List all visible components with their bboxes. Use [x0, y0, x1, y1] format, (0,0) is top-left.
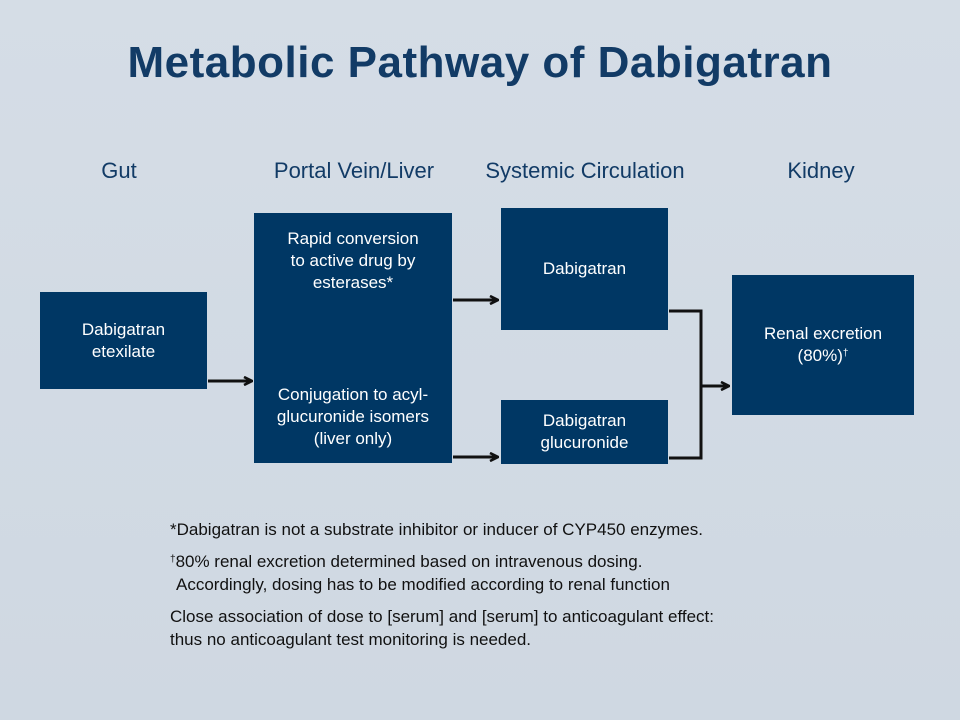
footnote-renal: †80% renal excretion determined based on… — [170, 550, 810, 596]
box-text-line: Dabigatran — [81, 319, 166, 339]
dabigatran-glucuronide-box: Dabigatran glucuronide — [501, 400, 668, 464]
box-text-line: glucuronide isomers — [276, 407, 430, 426]
box-text-line: Dabigatran — [542, 411, 627, 430]
box-text-line: Rapid conversion — [287, 229, 419, 248]
box-text-line: esterases* — [312, 273, 394, 292]
connector-glucuronide — [669, 384, 703, 460]
dabigatran-etexilate-box: Dabigatran etexilate — [40, 292, 207, 389]
footnote-monitoring: Close association of dose to [serum] and… — [170, 605, 810, 651]
dagger-mark: † — [842, 348, 849, 359]
footnote-line: thus no anticoagulant test monitoring is… — [170, 630, 532, 649]
dagger-mark: † — [170, 554, 176, 565]
rapid-conversion-text: Rapid conversion to active drug by ester… — [254, 228, 452, 294]
footnotes: *Dabigatran is not a substrate inhibitor… — [170, 518, 810, 660]
footnote-cyp450: *Dabigatran is not a substrate inhibitor… — [170, 520, 703, 539]
footnote-line: Accordingly, dosing has to be modified a… — [176, 575, 670, 594]
column-header-systemic: Systemic Circulation — [485, 158, 685, 183]
footnote-line: Close association of dose to [serum] and… — [170, 607, 714, 626]
footnote-line: 80% renal excretion determined based on … — [175, 552, 643, 571]
box-text-line: Dabigatran — [542, 259, 627, 278]
renal-excretion-box: Renal excretion (80%)† — [732, 275, 914, 415]
box-text-line: glucuronide — [540, 433, 629, 452]
connector-dabigatran — [669, 309, 703, 386]
box-text-line: Renal excretion — [763, 324, 883, 343]
column-header-gut: Gut — [101, 158, 137, 183]
conjugation-text: Conjugation to acyl- glucuronide isomers… — [254, 384, 452, 450]
liver-processing-box: Rapid conversion to active drug by ester… — [254, 213, 452, 463]
box-text-line: (liver only) — [313, 429, 393, 448]
column-header-liver: Portal Vein/Liver — [273, 158, 435, 183]
dabigatran-box: Dabigatran — [501, 208, 668, 330]
page-title: Metabolic Pathway of Dabigatran — [127, 38, 833, 87]
box-text-line: etexilate — [91, 341, 156, 361]
box-text-line: Conjugation to acyl- — [277, 385, 429, 404]
column-header-kidney: Kidney — [787, 158, 855, 183]
box-text-line: to active drug by — [290, 251, 416, 270]
renal-percent-line: (80%)† — [764, 345, 882, 367]
box-text-line: (80%) — [797, 346, 843, 365]
